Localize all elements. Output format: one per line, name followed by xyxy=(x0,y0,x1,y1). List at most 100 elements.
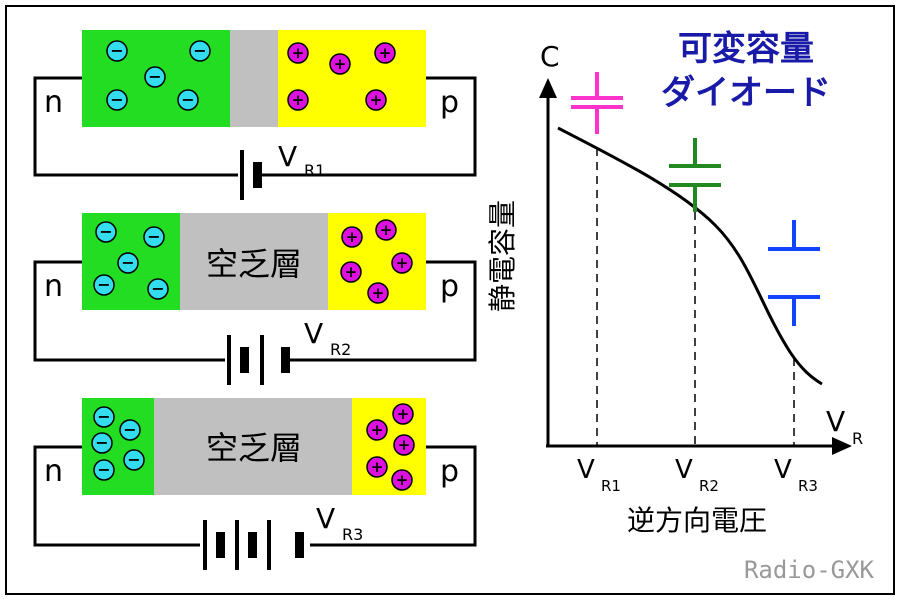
capacitor-symbol-1 xyxy=(571,72,623,134)
wire xyxy=(33,76,238,177)
svg-text:−: − xyxy=(181,90,194,109)
n-label: n xyxy=(44,85,63,120)
svg-text:+: + xyxy=(396,471,409,489)
cv-curve xyxy=(557,126,823,386)
capacitance-graph: C V R 静電容量 V xyxy=(486,40,863,537)
battery-1 xyxy=(240,150,262,200)
hole: + xyxy=(366,419,388,441)
n-label: n xyxy=(44,269,63,304)
svg-text:−: − xyxy=(95,433,108,452)
hole: + xyxy=(367,282,389,304)
tick-label-vr1: V R1 xyxy=(577,455,621,495)
junction-3: 空乏層 − − − − − + + + + + n p V R3 xyxy=(33,398,477,570)
electron: − xyxy=(117,252,139,274)
voltage-label-sub: R3 xyxy=(342,525,363,544)
electrons: − − − − − xyxy=(91,406,145,481)
svg-text:V: V xyxy=(774,455,792,485)
depletion-layer xyxy=(230,30,278,127)
p-region xyxy=(352,398,426,495)
electron: − xyxy=(91,432,113,454)
x-axis-label: 逆方向電圧 xyxy=(627,504,767,537)
svg-text:+: + xyxy=(371,458,384,476)
wire xyxy=(290,260,477,362)
electron: − xyxy=(177,89,199,111)
voltage-label-sub: R1 xyxy=(304,161,325,180)
credit-label: Radio-GXK xyxy=(744,556,875,584)
svg-text:−: − xyxy=(99,222,112,241)
svg-text:−: − xyxy=(97,407,110,426)
wire xyxy=(33,260,225,362)
x-axis-symbol-sub: R xyxy=(852,429,863,448)
svg-text:−: − xyxy=(147,227,160,246)
holes: + + + + + xyxy=(366,403,415,491)
y-axis-label: 静電容量 xyxy=(486,200,519,312)
svg-text:+: + xyxy=(371,421,384,439)
svg-text:+: + xyxy=(379,44,392,62)
svg-text:+: + xyxy=(380,221,393,239)
capacitor-symbol-3 xyxy=(768,220,820,326)
electron: − xyxy=(93,459,115,481)
hole: + xyxy=(375,219,397,241)
electron: − xyxy=(106,89,128,111)
svg-text:−: − xyxy=(97,275,110,294)
voltage-label-main: V xyxy=(316,502,335,535)
voltage-label-main: V xyxy=(304,317,323,350)
svg-text:+: + xyxy=(292,44,305,62)
hole: + xyxy=(391,469,413,491)
electron: − xyxy=(93,274,115,296)
wire xyxy=(310,445,477,547)
y-axis-symbol: C xyxy=(540,40,560,73)
electron: − xyxy=(119,419,141,441)
svg-text:+: + xyxy=(334,55,347,73)
svg-text:−: − xyxy=(97,460,110,479)
x-axis-arrow xyxy=(832,437,852,455)
svg-text:−: − xyxy=(193,41,206,60)
battery-2 xyxy=(227,335,290,385)
voltage-label-main: V xyxy=(278,140,297,173)
svg-text:−: − xyxy=(127,450,140,469)
voltage-label-sub: R2 xyxy=(330,340,351,359)
n-label: n xyxy=(44,454,63,489)
p-label: p xyxy=(440,269,459,304)
electron: − xyxy=(93,406,115,428)
y-axis-arrow xyxy=(539,78,557,98)
svg-text:−: − xyxy=(110,90,123,109)
electron: − xyxy=(143,226,165,248)
electron: − xyxy=(189,40,211,62)
x-axis-symbol-main: V xyxy=(826,405,845,438)
svg-text:+: + xyxy=(398,436,411,454)
svg-text:R2: R2 xyxy=(699,477,719,495)
hole: + xyxy=(365,89,387,111)
outer-frame xyxy=(5,5,895,595)
hole: + xyxy=(287,42,309,64)
p-label: p xyxy=(440,85,459,120)
depletion-label: 空乏層 xyxy=(206,245,302,283)
depletion-label: 空乏層 xyxy=(206,429,302,467)
title-line-2: ダイオード xyxy=(661,73,831,113)
tick-label-vr2: V R2 xyxy=(675,455,719,495)
p-label: p xyxy=(440,454,459,489)
electron: − xyxy=(144,66,166,88)
holes: + + + + + xyxy=(340,219,413,304)
hole: + xyxy=(374,42,396,64)
depletion-layer xyxy=(154,398,352,495)
depletion-layer xyxy=(180,213,328,310)
hole: + xyxy=(341,226,363,248)
junction-1: − − − − − + + + + + n p V R1 xyxy=(33,30,477,200)
svg-text:R1: R1 xyxy=(601,477,621,495)
holes: + + + + + xyxy=(287,42,396,111)
electron: − xyxy=(106,40,128,62)
svg-text:+: + xyxy=(397,405,410,423)
capacitor-symbol-2 xyxy=(669,138,721,212)
electron: − xyxy=(147,278,169,300)
hole: + xyxy=(391,252,413,274)
electron: − xyxy=(95,221,117,243)
svg-text:−: − xyxy=(123,420,136,439)
svg-text:−: − xyxy=(110,41,123,60)
svg-text:+: + xyxy=(372,284,385,302)
svg-text:R3: R3 xyxy=(798,477,818,495)
svg-text:−: − xyxy=(148,67,161,86)
svg-text:V: V xyxy=(577,455,595,485)
